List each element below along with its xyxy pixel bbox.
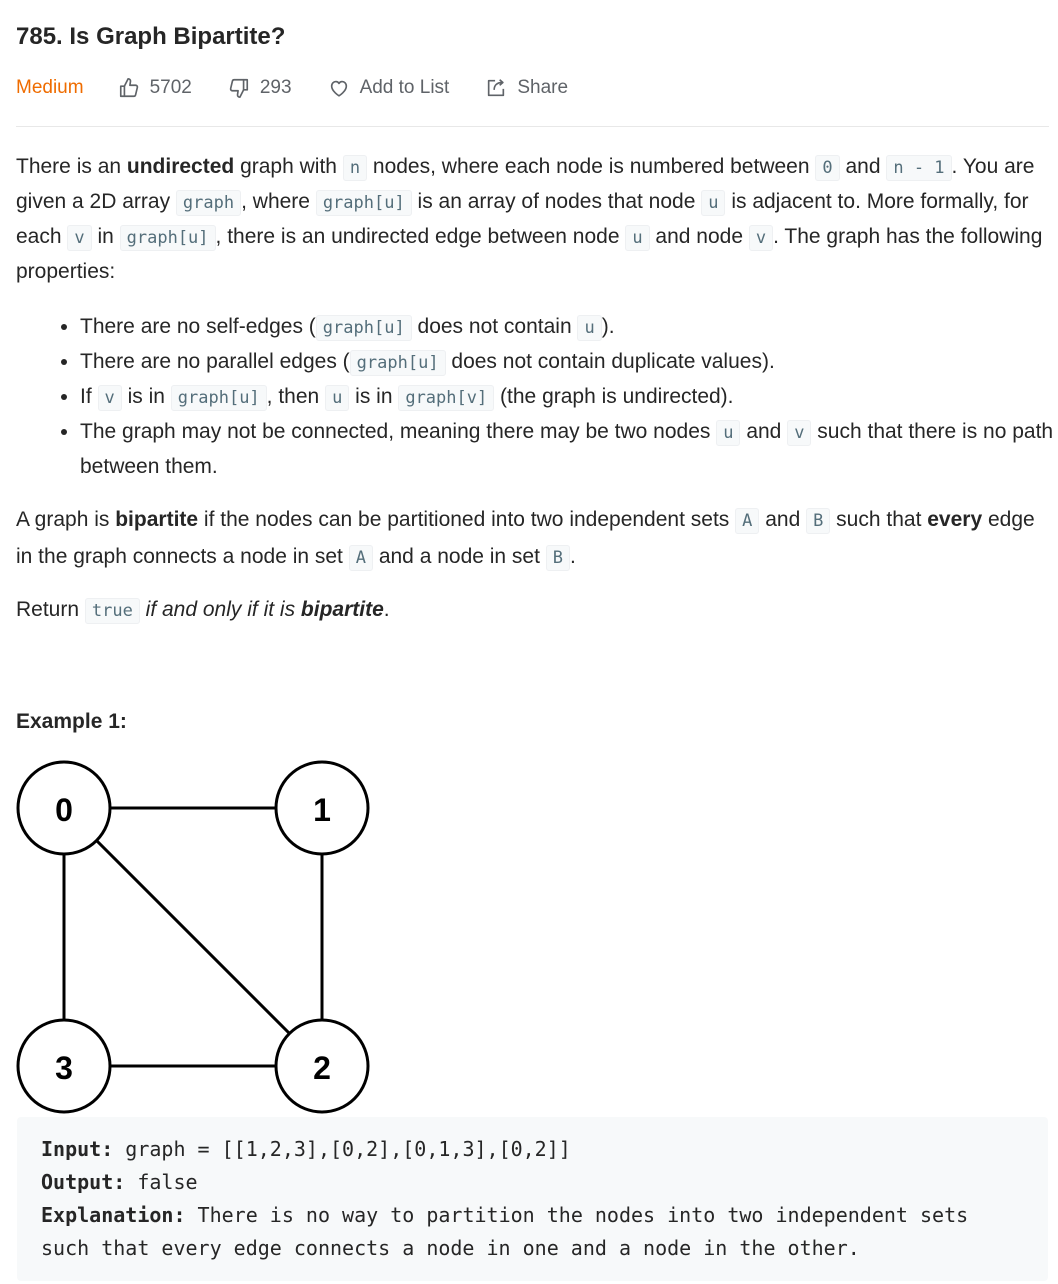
share-button[interactable]: Share <box>485 77 568 99</box>
problem-meta-row: Medium 5702 293 Add to List <box>16 72 604 104</box>
example-graph-diagram: 0 1 2 3 <box>16 760 370 1114</box>
problem-title: 785. Is Graph Bipartite? <box>16 23 286 50</box>
graph-node <box>16 1018 112 1114</box>
explanation-label: Explanation: <box>41 1203 186 1227</box>
header-divider <box>16 126 1049 127</box>
graph-node <box>274 760 370 856</box>
return-statement: Return true if and only if it is biparti… <box>16 593 1051 628</box>
property-item: There are no self-edges (graph[u] does n… <box>80 310 1058 345</box>
add-to-list-label: Add to List <box>359 77 450 98</box>
thumbs-up-icon <box>119 78 138 98</box>
output-value: false <box>125 1170 198 1194</box>
difficulty-badge: Medium <box>16 77 84 98</box>
input-value: graph = [[1,2,3],[0,2],[0,1,3],[0,2]] <box>113 1137 571 1161</box>
property-item: The graph may not be connected, meaning … <box>80 415 1058 484</box>
output-label: Output: <box>41 1170 126 1194</box>
dislikes-count: 293 <box>259 77 292 98</box>
dislike-button[interactable]: 293 <box>228 77 292 99</box>
example-heading: Example 1: <box>16 710 127 733</box>
problem-description: There is an undirected graph with n node… <box>16 150 1051 289</box>
example-io-block: Input: graph = [[1,2,3],[0,2],[0,1,3],[0… <box>17 1117 1048 1281</box>
thumbs-down-icon <box>229 78 248 98</box>
graph-node-label: 0 <box>55 792 73 828</box>
input-label: Input: <box>41 1137 114 1161</box>
explanation-value: There is no way to partition the nodes i… <box>41 1203 981 1260</box>
graph-node <box>274 1018 370 1114</box>
like-button[interactable]: 5702 <box>118 77 192 99</box>
likes-count: 5702 <box>149 77 192 98</box>
description-paragraph: There is an undirected graph with n node… <box>16 155 1043 283</box>
property-item: There are no parallel edges (graph[u] do… <box>80 345 1058 380</box>
property-item: If v is in graph[u], then u is in graph[… <box>80 380 1058 415</box>
graph-node-label: 2 <box>313 1050 331 1086</box>
graph-node <box>16 760 112 856</box>
share-label: Share <box>517 77 569 98</box>
heart-icon <box>330 80 347 97</box>
bipartite-definition: A graph is bipartite if the nodes can be… <box>16 502 1051 576</box>
graph-node-label: 3 <box>55 1050 73 1086</box>
share-icon <box>488 79 505 97</box>
graph-node-label: 1 <box>313 792 331 828</box>
properties-list: There are no self-edges (graph[u] does n… <box>60 310 1058 484</box>
add-to-list-button[interactable]: Add to List <box>328 77 450 99</box>
graph-edge <box>62 806 324 1068</box>
